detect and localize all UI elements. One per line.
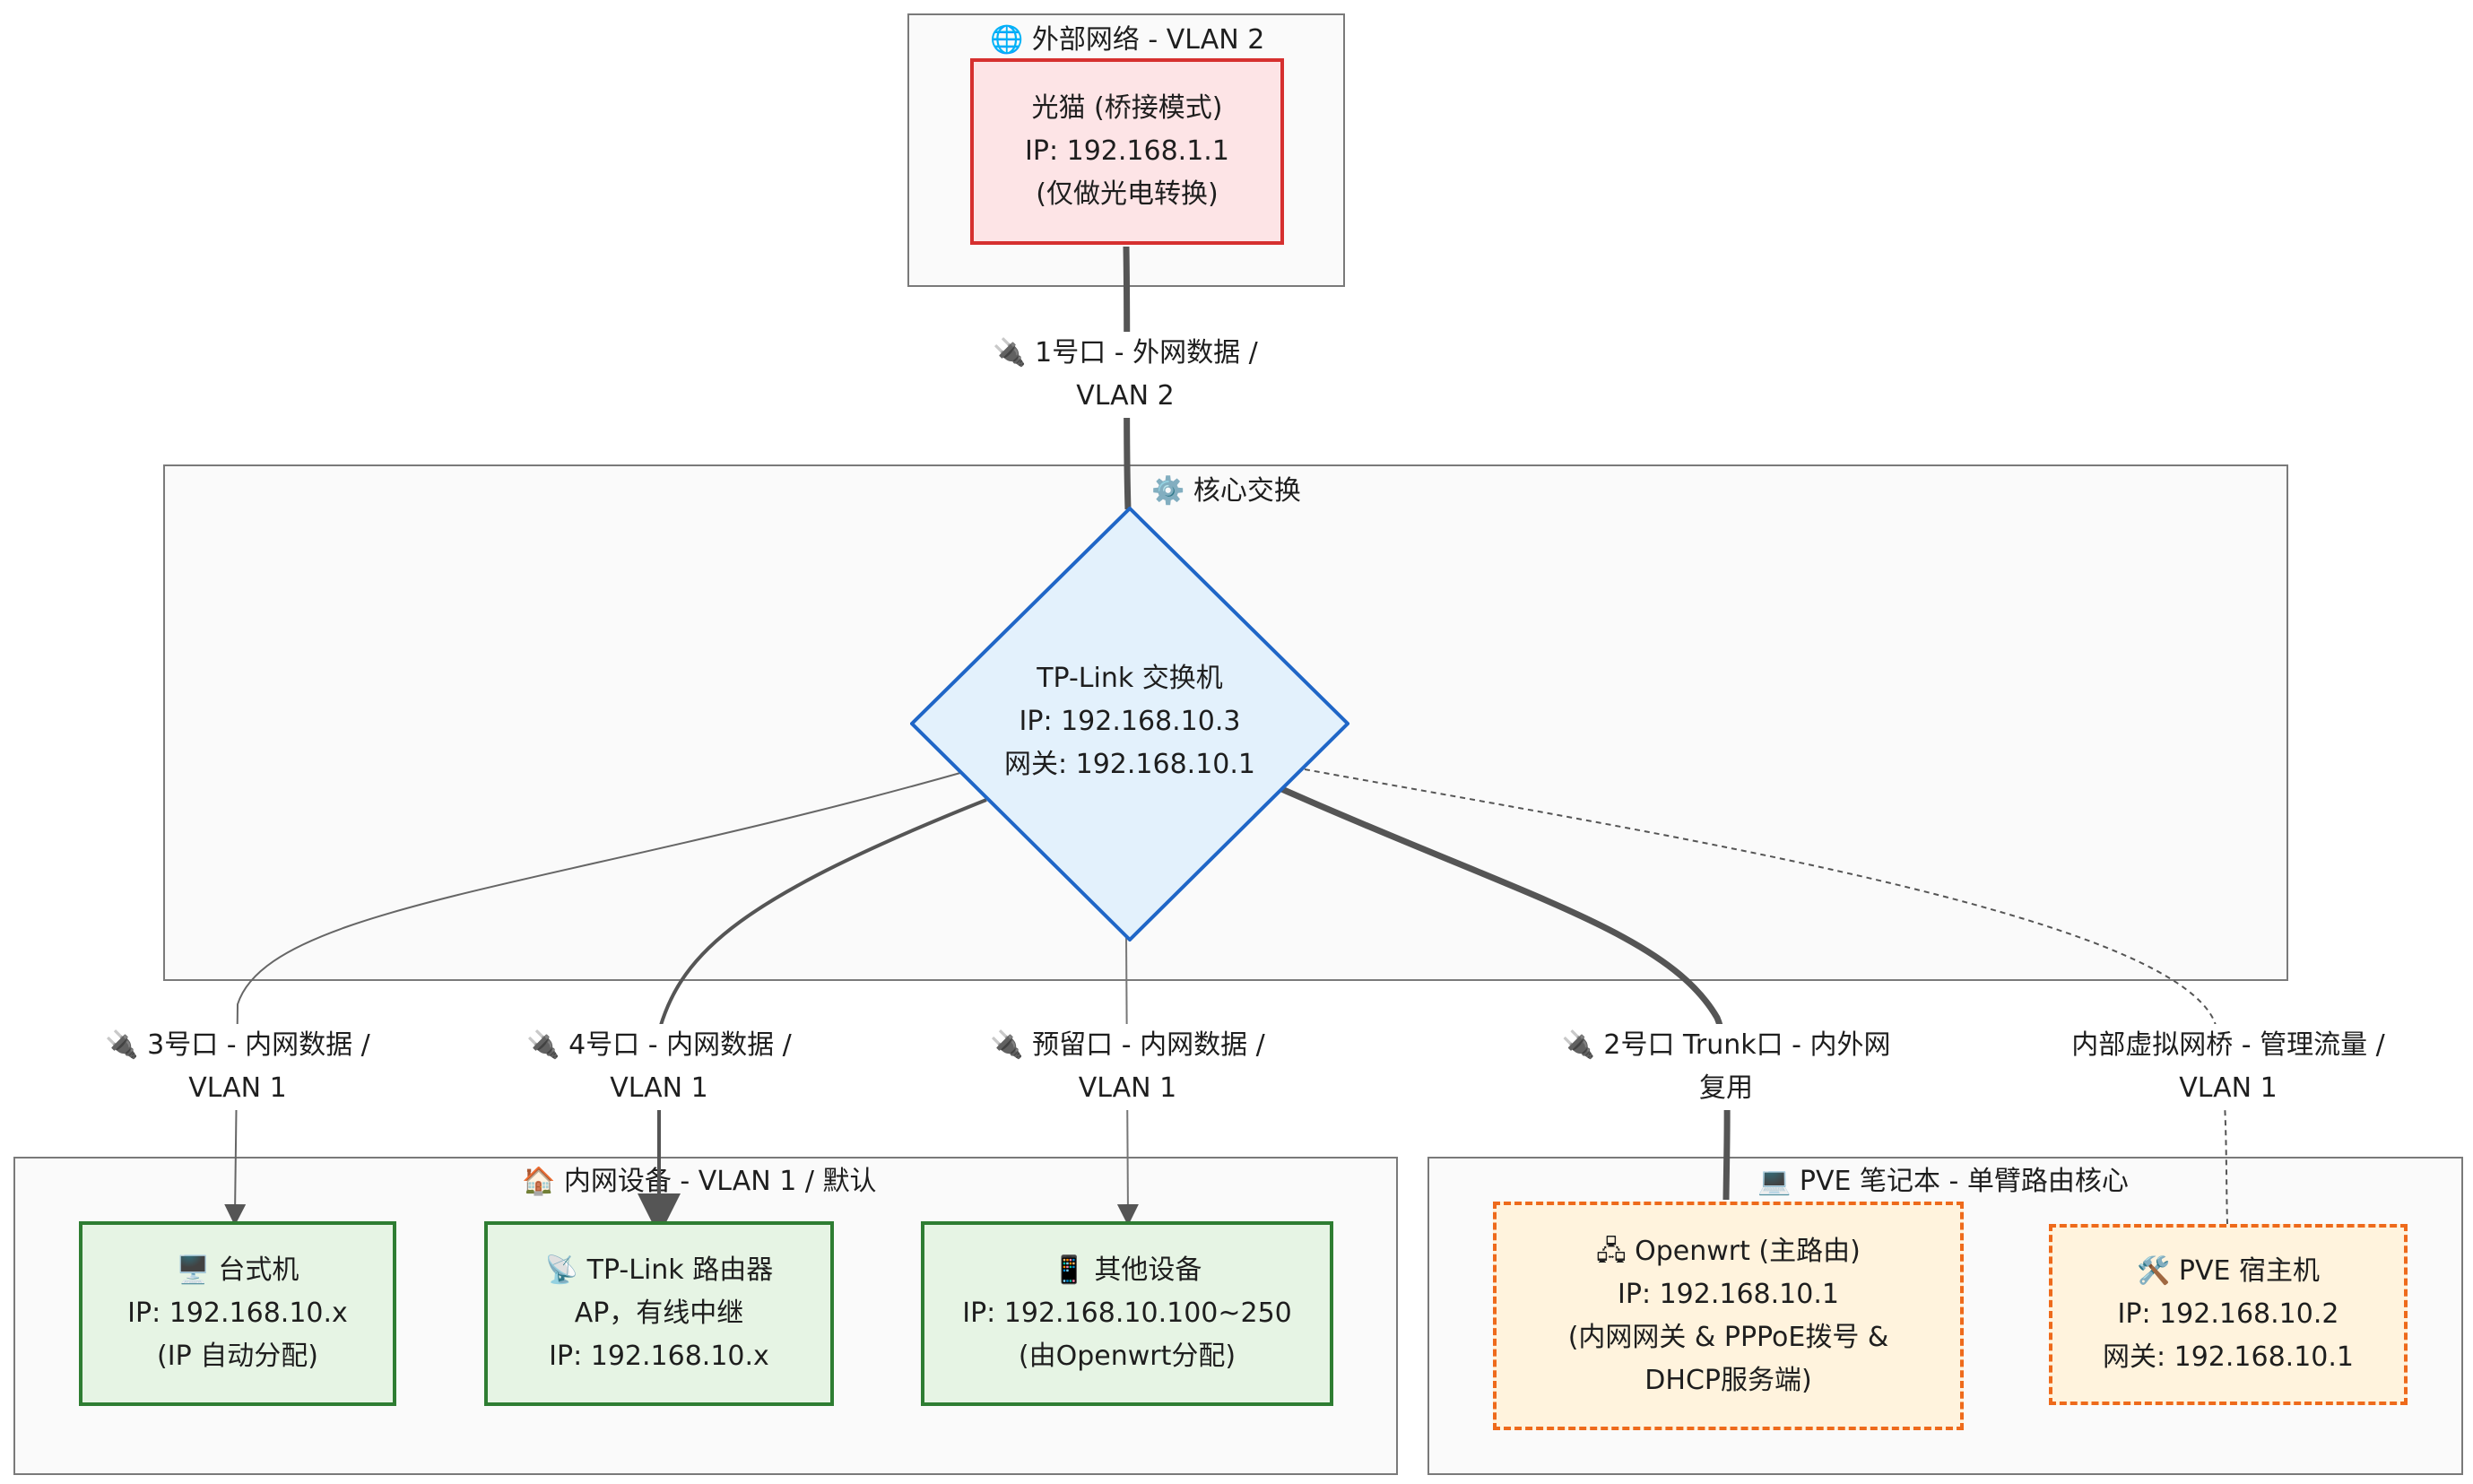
switch-ip: IP: 192.168.10.3: [1019, 706, 1241, 737]
node-tplink-router[interactable]: 📡 TP-Link 路由器 AP，有线中继 IP: 192.168.10.x: [484, 1221, 834, 1406]
openwrt-dhcp: DHCP服务端): [1644, 1364, 1812, 1396]
others-title: 📱 其他设备: [1052, 1254, 1202, 1286]
edge-label-reserved-line: 🔌 预留口 - 内网数据 /: [990, 1029, 1265, 1061]
node-openwrt[interactable]: 🖧 Openwrt (主路由) IP: 192.168.10.1 (内网网关 &…: [1493, 1202, 1964, 1430]
modem-title: 光猫 (桥接模式): [1031, 92, 1223, 124]
router-mode: AP，有线中继: [574, 1297, 744, 1329]
edge-label-port2-line: 🔌 2号口 Trunk口 - 内外网: [1561, 1029, 1891, 1061]
modem-ip: IP: 192.168.1.1: [1025, 135, 1229, 167]
pvehost-ip: IP: 192.168.10.2: [2117, 1298, 2339, 1330]
edge-label-reserved: 🔌 预留口 - 内网数据 / VLAN 1: [973, 1024, 1282, 1110]
desktop-ip: IP: 192.168.10.x: [127, 1297, 348, 1329]
edge-label-port1-line: 🔌 1号口 - 外网数据 /: [993, 337, 1258, 369]
desktop-note: (IP 自动分配): [157, 1341, 318, 1372]
edge-label-port4: 🔌 4号口 - 内网数据 / VLAN 1: [516, 1024, 803, 1110]
edge-label-port4-line: 🔌 4号口 - 内网数据 /: [526, 1029, 792, 1061]
group-pve-title: 💻 PVE 笔记本 - 单臂路由核心: [1757, 1166, 2129, 1197]
edge-port3: [224, 770, 968, 1226]
openwrt-role: (内网网关 & PPPoE拨号 &: [1567, 1321, 1889, 1353]
node-desktop[interactable]: 🖥️ 台式机 IP: 192.168.10.x (IP 自动分配): [79, 1221, 396, 1406]
edge-label-port4-vlan: VLAN 1: [610, 1072, 708, 1104]
group-core-title: ⚙️ 核心交换: [1151, 475, 1301, 507]
edge-label-port2: 🔌 2号口 Trunk口 - 内外网 复用: [1556, 1024, 1896, 1110]
edge-label-port2-note: 复用: [1699, 1072, 1753, 1104]
edge-label-port3-line: 🔌 3号口 - 内网数据 /: [105, 1029, 370, 1061]
node-optical-modem[interactable]: 光猫 (桥接模式) IP: 192.168.1.1 (仅做光电转换): [970, 58, 1284, 245]
switch-title: TP-Link 交换机: [1037, 663, 1223, 694]
others-ip: IP: 192.168.10.100~250: [962, 1297, 1292, 1329]
group-lan-title: 🏠 内网设备 - VLAN 1 / 默认: [522, 1166, 877, 1197]
router-ip: IP: 192.168.10.x: [549, 1341, 769, 1372]
edge-label-port1: 🔌 1号口 - 外网数据 / VLAN 2: [982, 332, 1269, 418]
modem-note: (仅做光电转换): [1036, 178, 1219, 210]
edge-label-reserved-vlan: VLAN 1: [1078, 1072, 1177, 1104]
edge-label-port1-vlan: VLAN 2: [1076, 380, 1175, 412]
group-external-title: 🌐 外部网络 - VLAN 2: [990, 24, 1265, 56]
edge-bridge: [1304, 768, 2228, 1225]
node-other-devices[interactable]: 📱 其他设备 IP: 192.168.10.100~250 (由Openwrt分…: [921, 1221, 1333, 1406]
pvehost-title: 🛠️ PVE 宿主机: [2137, 1255, 2320, 1287]
switch-diamond-shape: [910, 507, 1349, 942]
pvehost-gateway: 网关: 192.168.10.1: [2102, 1341, 2355, 1373]
edge-label-bridge-line: 内部虚拟网桥 - 管理流量 /: [2071, 1029, 2385, 1061]
edge-label-bridge: 内部虚拟网桥 - 管理流量 / VLAN 1: [2040, 1024, 2417, 1110]
switch-gateway: 网关: 192.168.10.1: [1003, 749, 1256, 780]
desktop-title: 🖥️ 台式机: [176, 1254, 299, 1286]
others-note: (由Openwrt分配): [1018, 1341, 1236, 1372]
edge-label-bridge-vlan: VLAN 1: [2179, 1072, 2278, 1104]
edge-label-port3: 🔌 3号口 - 内网数据 / VLAN 1: [94, 1024, 381, 1110]
edge-port4: [638, 798, 987, 1237]
node-tplink-switch[interactable]: TP-Link 交换机 IP: 192.168.10.3 网关: 192.168…: [955, 637, 1305, 807]
router-title: 📡 TP-Link 路由器: [544, 1254, 774, 1286]
openwrt-title: 🖧 Openwrt (主路由): [1596, 1235, 1861, 1267]
edge-label-port3-vlan: VLAN 1: [188, 1072, 287, 1104]
openwrt-ip: IP: 192.168.10.1: [1618, 1278, 1839, 1310]
node-pve-host[interactable]: 🛠️ PVE 宿主机 IP: 192.168.10.2 网关: 192.168.…: [2049, 1224, 2408, 1405]
